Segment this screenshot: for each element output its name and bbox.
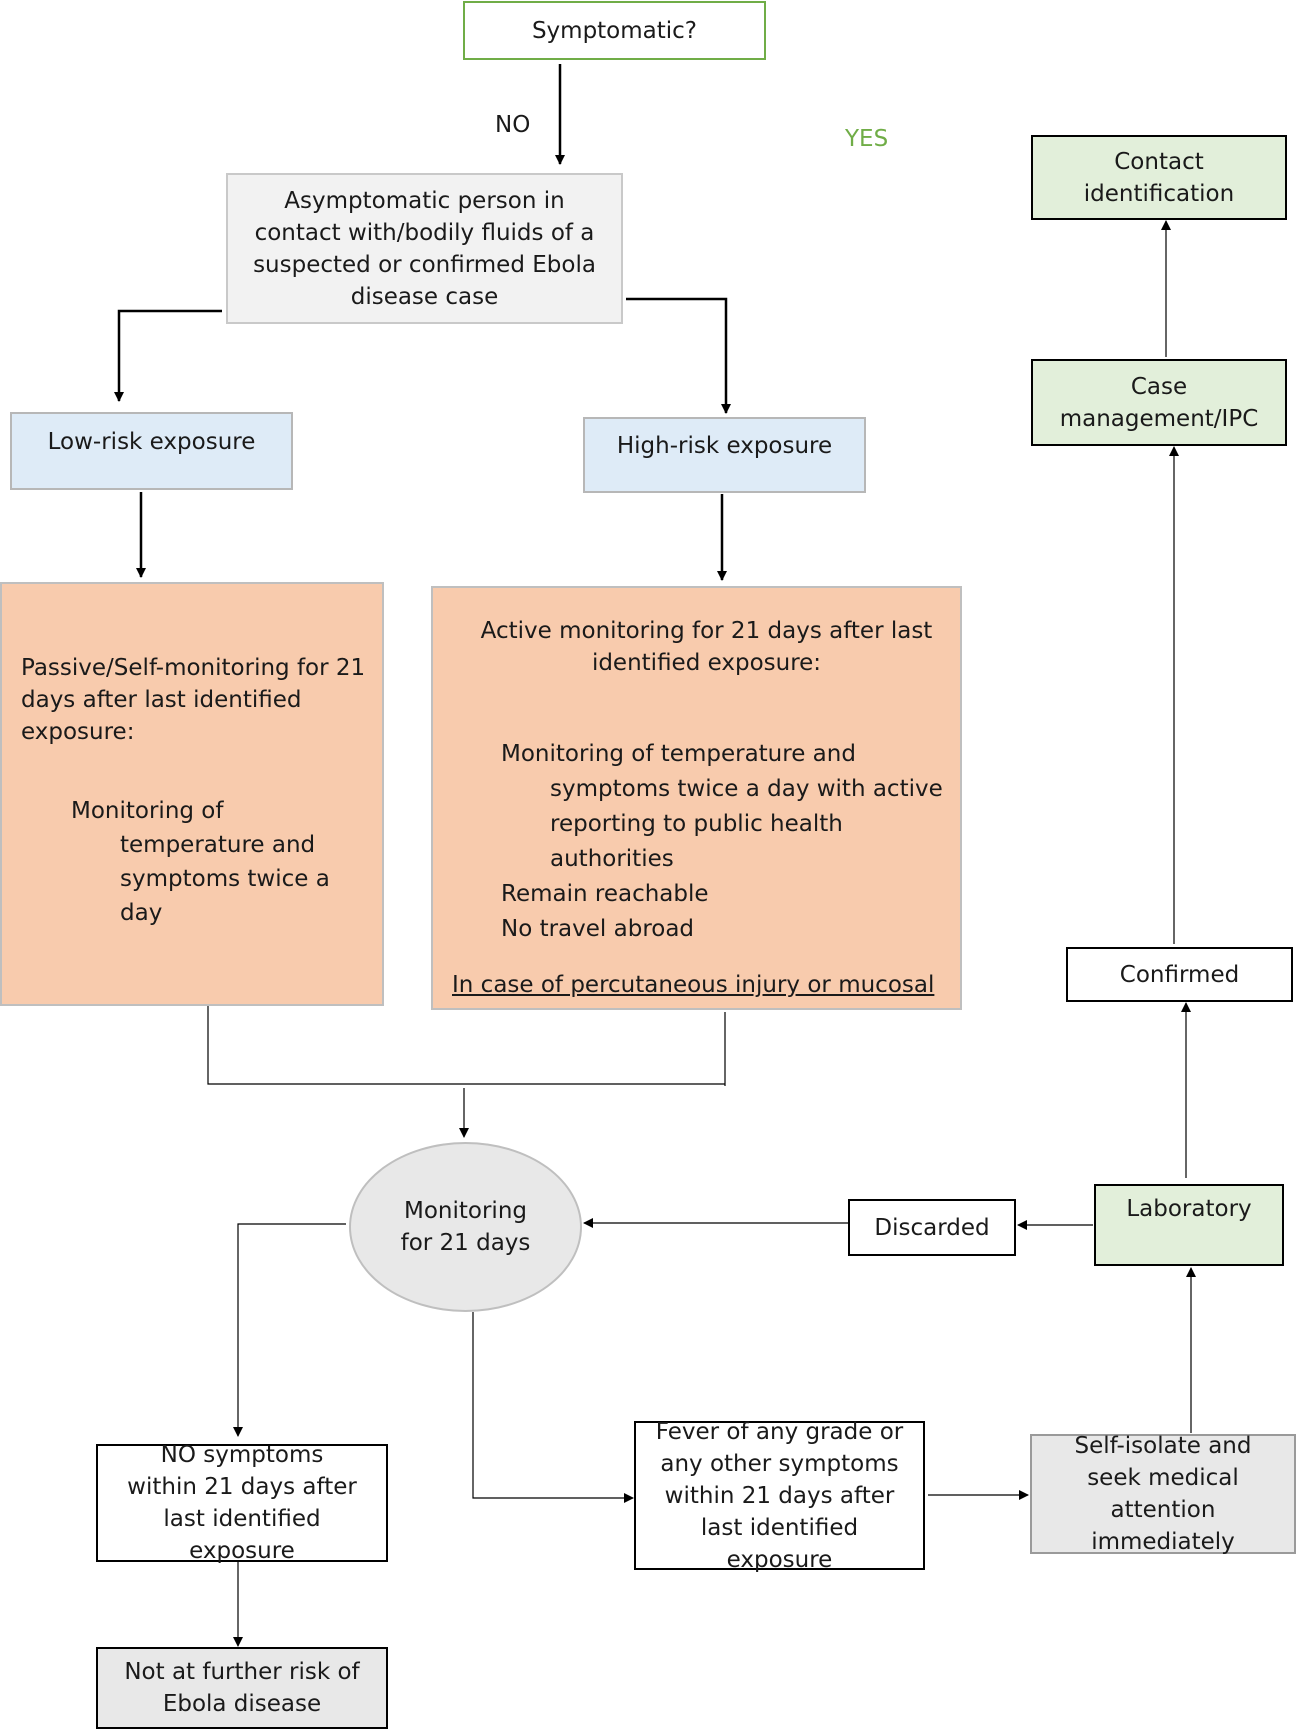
low-risk-node: Low-risk exposure [10,412,293,490]
confirmed-node: Confirmed [1066,947,1293,1002]
monitoring-node: Monitoring for 21 days [349,1142,582,1312]
connector-passive-active-merge [207,1006,726,1086]
arrow-monitoring-to-no-symptoms [233,1223,346,1437]
low-risk-label: Low-risk exposure [47,429,256,455]
not-at-risk-label: Not at further risk of Ebola disease [124,1659,360,1717]
symptomatic-label: Symptomatic? [531,17,698,44]
discarded-label: Discarded [874,1214,990,1241]
active-bullet: Remain reachable [501,881,709,907]
contact-identification-node: Contact identification [1031,135,1287,220]
self-isolate-node: Self-isolate and seek medical attention … [1030,1433,1296,1555]
active-monitoring-heading: Active monitoring for 21 days after last… [480,618,933,676]
discarded-node: Discarded [848,1199,1016,1256]
yes-label: YES [845,126,889,152]
active-monitoring-node: Active monitoring for 21 days after last… [431,586,962,1010]
not-at-risk-node: Not at further risk of Ebola disease [96,1647,388,1729]
no-symptoms-node: NO symptoms within 21 days after last id… [96,1442,388,1564]
no-label: NO [495,112,531,138]
passive-monitoring-heading: Passive/Self-monitoring for 21 days afte… [21,655,366,745]
active-bullet-list: Monitoring of temperature and symptoms t… [451,737,950,947]
active-monitoring-note: In case of percutaneous injury or mucosa… [452,972,935,998]
active-bullet: No travel abroad [501,916,695,942]
monitoring-label: Monitoring for 21 days [400,1198,531,1256]
case-management-node: Case management/IPC [1031,359,1287,446]
fever-label: Fever of any grade or any other symptoms… [655,1418,904,1573]
symptomatic-node: Symptomatic? [463,1,766,60]
self-isolate-label: Self-isolate and seek medical attention … [1074,1433,1252,1555]
passive-bullet: Monitoring of temperature and symptoms t… [71,798,330,926]
high-risk-node: High-risk exposure [583,417,866,493]
contact-identification-label: Contact identification [1083,148,1235,207]
asymptomatic-node: Asymptomatic person in contact with/bodi… [226,173,623,324]
asymptomatic-label: Asymptomatic person in contact with/bodi… [253,187,596,310]
arrow-asymptomatic-to-high-risk [626,297,731,414]
passive-monitoring-node: Passive/Self-monitoring for 21 days afte… [0,582,384,1006]
laboratory-label: Laboratory [1126,1196,1252,1222]
laboratory-node: Laboratory [1094,1184,1284,1266]
case-management-label: Case management/IPC [1059,373,1259,432]
arrow-asymptomatic-to-low-risk [114,309,222,402]
fever-node: Fever of any grade or any other symptoms… [634,1419,925,1573]
active-bullet: Monitoring of temperature and symptoms t… [501,741,943,872]
arrow-monitoring-to-fever [472,1312,634,1503]
no-symptoms-label: NO symptoms within 21 days after last id… [127,1442,357,1564]
confirmed-label: Confirmed [1119,961,1240,988]
high-risk-label: High-risk exposure [616,433,833,459]
passive-bullet-list: Monitoring of temperature and symptoms t… [21,794,368,930]
